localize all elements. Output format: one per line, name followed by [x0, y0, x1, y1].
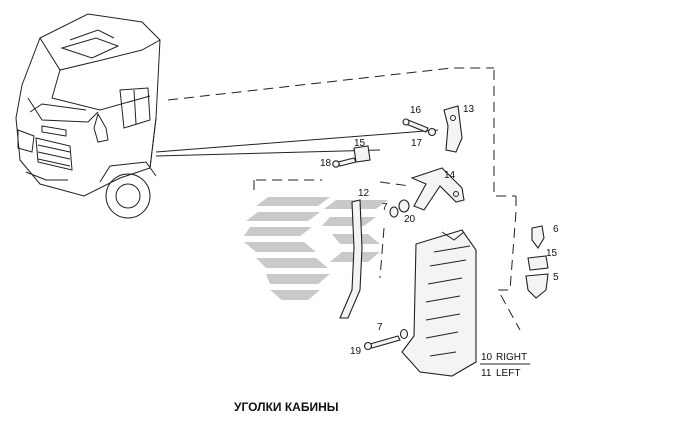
part-17-washer — [427, 127, 437, 137]
part-7-washer — [389, 206, 399, 218]
label-part-20: 20 — [404, 214, 416, 225]
part-18-screw — [332, 157, 357, 168]
part-5-clip — [525, 273, 549, 299]
truck-cab-illustration — [15, 13, 161, 219]
label-part-12: 12 — [358, 188, 370, 199]
part-15-clip — [353, 145, 371, 163]
label-part-5: 5 — [553, 272, 559, 283]
part-12-strip — [339, 199, 363, 319]
label-part-19: 19 — [350, 346, 362, 357]
part-13-bracket — [443, 105, 463, 153]
part-7-washer-lower — [399, 328, 409, 340]
label-part-15-right: 15 — [546, 248, 558, 259]
label-part-14: 14 — [444, 170, 456, 181]
leader-line — [155, 129, 439, 153]
leader-line — [155, 149, 381, 157]
part-15-clip-right — [527, 255, 549, 271]
label-part-10: 10 — [481, 352, 493, 363]
part-6-clip — [531, 225, 545, 249]
part-14-rod — [410, 167, 465, 211]
part-19-screw — [363, 335, 401, 351]
label-part-7-lower: 7 — [377, 322, 383, 333]
label-part-15: 15 — [354, 138, 366, 149]
label-part-18: 18 — [320, 158, 332, 169]
label-part-16: 16 — [410, 105, 422, 116]
label-part-11: 11 — [481, 368, 492, 379]
dashed-callout-frame — [167, 67, 521, 331]
part-10-11-corner-trim — [401, 229, 477, 377]
part-16-screw — [402, 118, 429, 133]
label-part-13: 13 — [463, 104, 475, 115]
label-part-7-upper: 7 — [382, 202, 388, 213]
diagram-caption: УГОЛКИ КАБИНЫ — [234, 400, 339, 414]
label-part-17: 17 — [411, 138, 423, 149]
label-left: LEFT — [496, 368, 520, 379]
watermark-logo — [244, 197, 388, 300]
part-20-spacer — [398, 199, 410, 213]
label-right: RIGHT — [496, 352, 527, 363]
label-part-6: 6 — [553, 224, 559, 235]
